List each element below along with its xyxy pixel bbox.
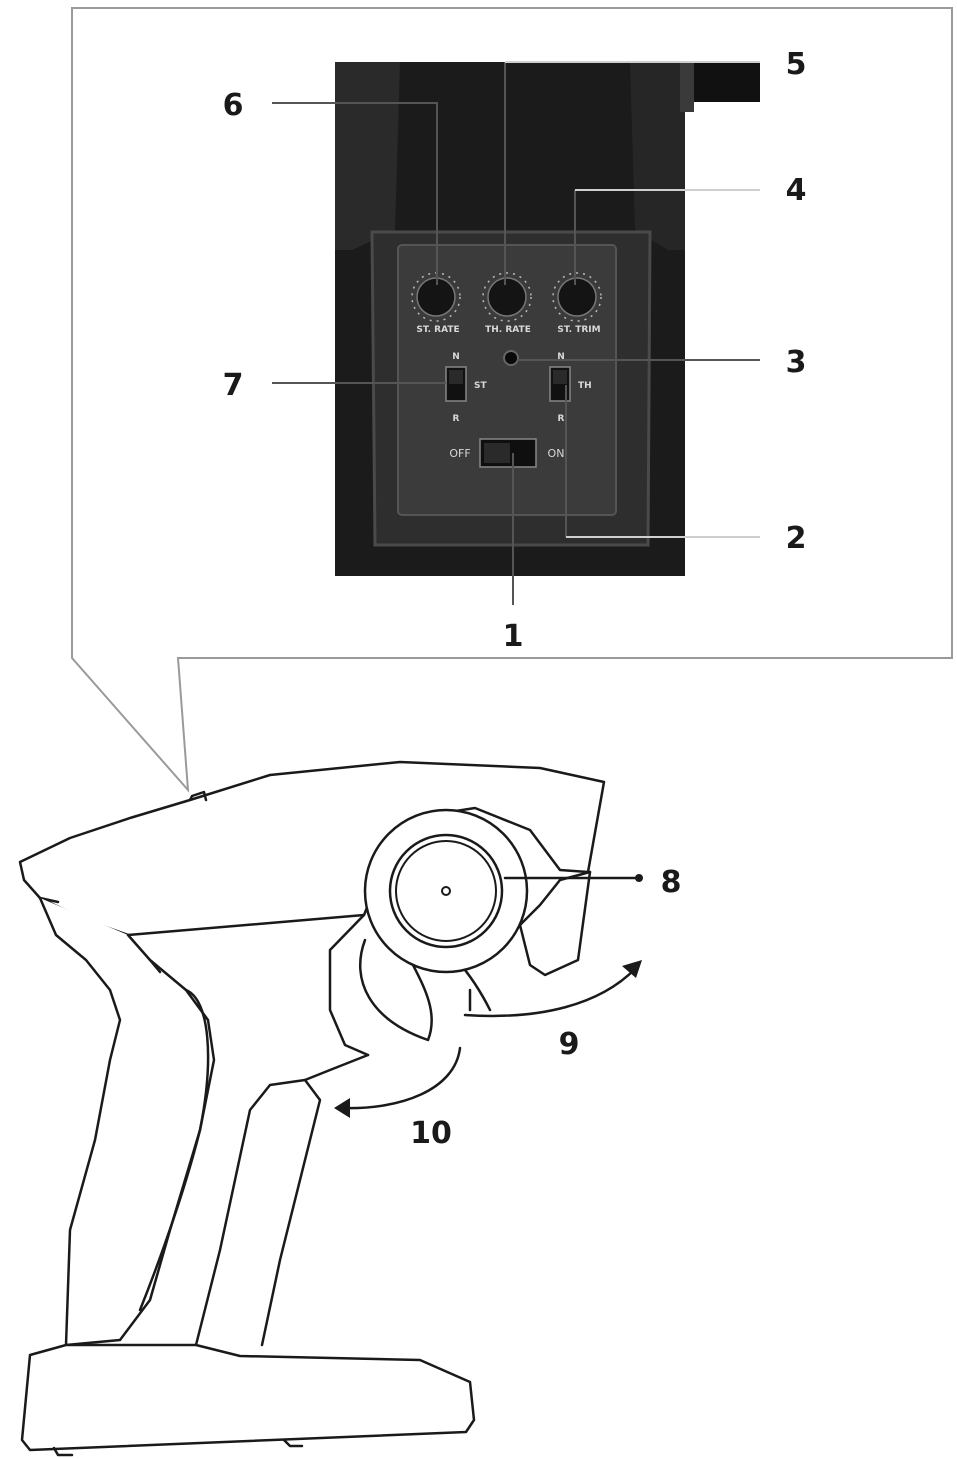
power-on-label: ON bbox=[548, 447, 565, 460]
callout-8: 8 bbox=[661, 865, 682, 900]
th-switch-label: TH bbox=[578, 381, 592, 391]
st-reverse-switch bbox=[446, 367, 466, 401]
callout-10: 10 bbox=[410, 1116, 452, 1151]
knob-label-st-trim: ST. TRIM bbox=[557, 325, 600, 335]
power-switch bbox=[480, 439, 536, 467]
callout-9: 9 bbox=[559, 1027, 580, 1062]
transmitter-base bbox=[22, 1345, 474, 1450]
control-panel-closeup: ST. RATE TH. RATE ST. TRIM N R ST N R TH… bbox=[335, 62, 760, 576]
power-off-label: OFF bbox=[449, 447, 470, 460]
transmitter-drawing bbox=[20, 762, 643, 1455]
callout-5: 5 bbox=[786, 47, 807, 82]
st-switch-bottom: R bbox=[453, 414, 460, 424]
th-switch-bottom: R bbox=[558, 414, 565, 424]
callout-1: 1 bbox=[503, 619, 524, 654]
transmitter-handle bbox=[40, 898, 214, 1345]
callout-7: 7 bbox=[223, 368, 244, 403]
st-switch-label: ST bbox=[474, 381, 487, 391]
callout-4: 4 bbox=[786, 173, 807, 208]
knob-label-st-rate: ST. RATE bbox=[416, 325, 459, 335]
steering-wheel bbox=[365, 810, 527, 972]
callout-3: 3 bbox=[786, 345, 807, 380]
indicator-led bbox=[504, 351, 518, 365]
knob-label-th-rate: TH. RATE bbox=[485, 325, 531, 335]
callout-6: 6 bbox=[223, 88, 244, 123]
callout-2: 2 bbox=[786, 521, 807, 556]
st-switch-top: N bbox=[452, 352, 460, 362]
